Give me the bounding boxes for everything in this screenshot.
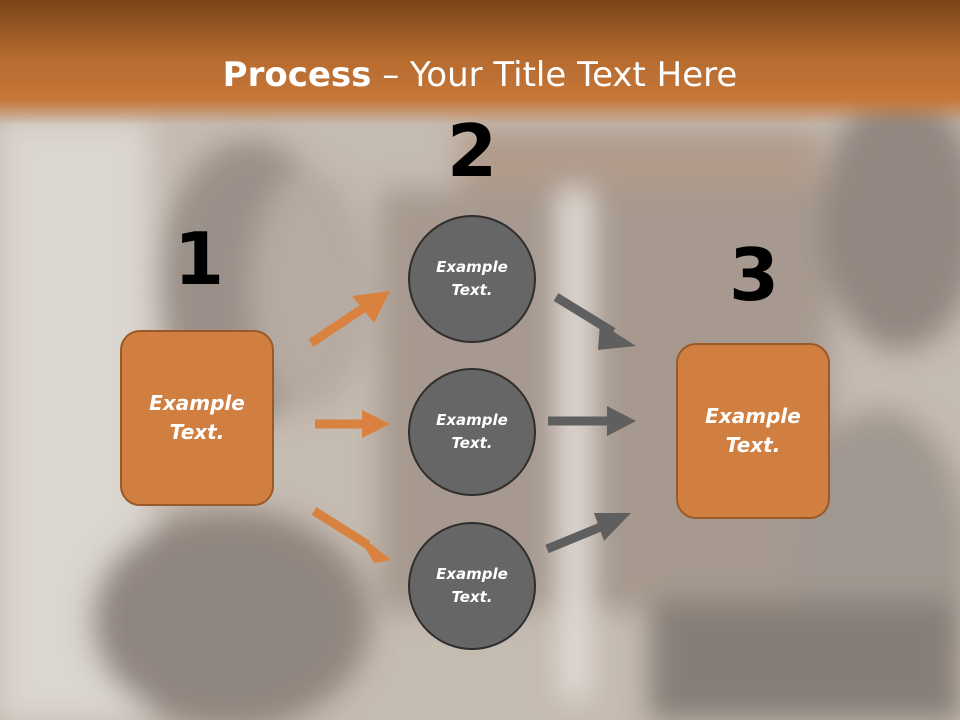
circle-middle-line1: Example	[436, 411, 508, 429]
title-bold: Process	[222, 55, 372, 95]
circle-bottom-label: Example Text.	[436, 563, 508, 609]
step-box-3[interactable]: Example Text.	[676, 343, 830, 519]
circle-top[interactable]: Example Text.	[408, 215, 536, 343]
step-number-3: 3	[728, 233, 780, 317]
arrow-orange-middle	[315, 410, 390, 438]
slide-title: Process – Your Title Text Here	[0, 52, 960, 98]
arrow-gray-middle	[548, 406, 636, 436]
step-box-1-label: Example Text.	[149, 389, 245, 447]
step-box-1[interactable]: Example Text.	[120, 330, 274, 506]
circle-top-label: Example Text.	[436, 256, 508, 302]
circle-top-line1: Example	[436, 258, 508, 276]
circle-bottom-line1: Example	[436, 565, 508, 583]
step-box-3-label: Example Text.	[705, 402, 801, 460]
step-box-1-line1: Example	[149, 391, 245, 415]
title-dash: –	[371, 55, 411, 95]
title-rest: Your Title Text Here	[410, 55, 738, 95]
arrow-gray-down	[553, 293, 636, 350]
header-band	[0, 0, 960, 125]
arrow-orange-up	[308, 291, 390, 347]
step-number-1: 1	[173, 217, 225, 301]
circle-middle-label: Example Text.	[436, 409, 508, 455]
step-box-3-line1: Example	[705, 404, 801, 428]
circle-bottom[interactable]: Example Text.	[408, 522, 536, 650]
step-box-3-line2: Text.	[725, 433, 781, 457]
circle-middle-line2: Text.	[451, 434, 493, 452]
arrow-orange-down	[311, 507, 391, 563]
circle-bottom-line2: Text.	[451, 588, 493, 606]
circle-top-line2: Text.	[451, 281, 493, 299]
step-box-1-line2: Text.	[169, 420, 225, 444]
circle-middle[interactable]: Example Text.	[408, 368, 536, 496]
arrow-gray-up	[545, 513, 631, 554]
step-number-2: 2	[446, 109, 498, 193]
